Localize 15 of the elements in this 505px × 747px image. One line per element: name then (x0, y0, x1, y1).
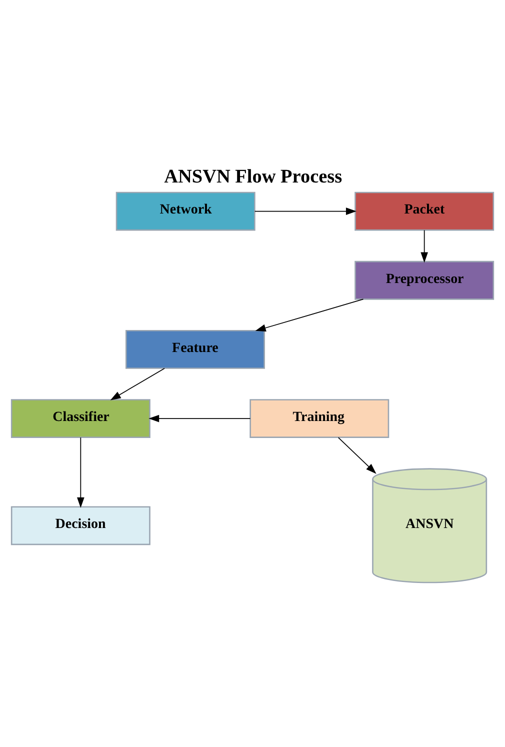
node-box: Feature (125, 330, 265, 369)
arrow (420, 230, 428, 263)
arrow (148, 414, 251, 422)
arrow (254, 208, 356, 215)
arrow (255, 298, 364, 332)
arrow (338, 437, 376, 474)
node-box: Classifier (10, 399, 150, 438)
diagram-title: ANSVN Flow Process (164, 166, 342, 188)
node-box: Packet (354, 192, 494, 231)
arrow (110, 368, 165, 400)
node-box: Preprocessor (354, 260, 494, 300)
arrow (76, 437, 84, 508)
node-box: Training (250, 399, 390, 438)
node-box: Decision (10, 506, 150, 546)
node-box: Network (116, 192, 256, 231)
